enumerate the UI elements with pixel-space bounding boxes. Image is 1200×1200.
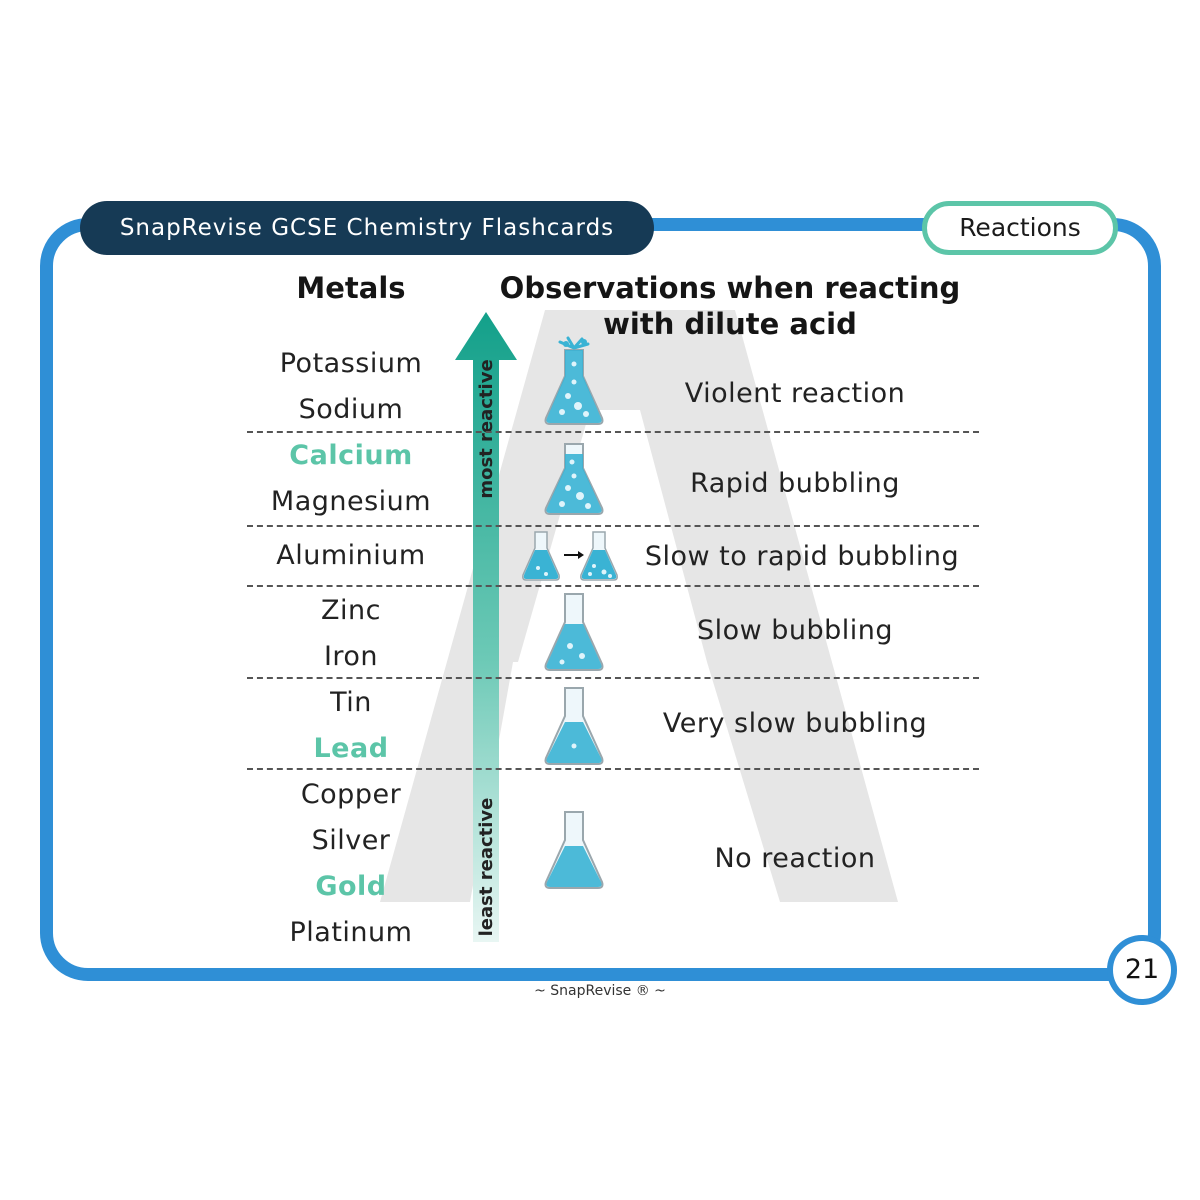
metal-calcium: Calcium: [289, 440, 413, 471]
row-divider: [247, 585, 979, 587]
slow-bubbling-flask-icon: [544, 593, 604, 671]
row-divider: [247, 677, 979, 679]
metals-heading: Metals: [296, 271, 406, 305]
observation-violent: Violent reaction: [684, 378, 906, 409]
metal-aluminium: Aluminium: [276, 540, 426, 571]
no-reaction-flask-icon: [544, 811, 604, 889]
metal-tin: Tin: [330, 687, 372, 718]
metal-silver: Silver: [311, 825, 391, 856]
very-slow-bubbling-flask-icon: [544, 687, 604, 765]
metal-zinc: Zinc: [321, 595, 381, 626]
observation-none: No reaction: [714, 843, 876, 874]
most-reactive-label: most reactive: [476, 359, 497, 499]
metal-sodium: Sodium: [298, 394, 404, 425]
metal-lead: Lead: [313, 733, 389, 764]
deck-title: SnapRevise GCSE Chemistry Flashcards: [80, 201, 654, 255]
violent-flask-icon: [544, 336, 604, 425]
metal-copper: Copper: [300, 779, 402, 810]
metal-iron: Iron: [323, 641, 379, 672]
observations-heading-line2: with dilute acid: [603, 307, 857, 341]
metal-platinum: Platinum: [289, 917, 413, 948]
observations-heading-line1: Observations when reacting: [499, 271, 961, 305]
row-divider: [247, 525, 979, 527]
observation-very-slow: Very slow bubbling: [662, 708, 928, 739]
metal-magnesium: Magnesium: [270, 486, 432, 517]
metal-potassium: Potassium: [279, 348, 423, 379]
row-divider: [247, 768, 979, 770]
observation-slow-to-rapid: Slow to rapid bubbling: [644, 541, 960, 572]
reactivity-arrow: [455, 312, 517, 942]
least-reactive-label: least reactive: [476, 797, 497, 937]
footer-brand: ~ SnapRevise ® ~: [534, 983, 666, 999]
metal-gold: Gold: [315, 871, 387, 902]
topic-badge: Reactions: [922, 201, 1118, 255]
row-divider: [247, 431, 979, 433]
page-number: 21: [1107, 935, 1177, 1005]
observation-rapid: Rapid bubbling: [690, 468, 900, 499]
observation-slow: Slow bubbling: [696, 615, 894, 646]
slow-to-rapid-flasks-icon: [522, 531, 618, 581]
rapid-bubbling-flask-icon: [544, 443, 604, 515]
